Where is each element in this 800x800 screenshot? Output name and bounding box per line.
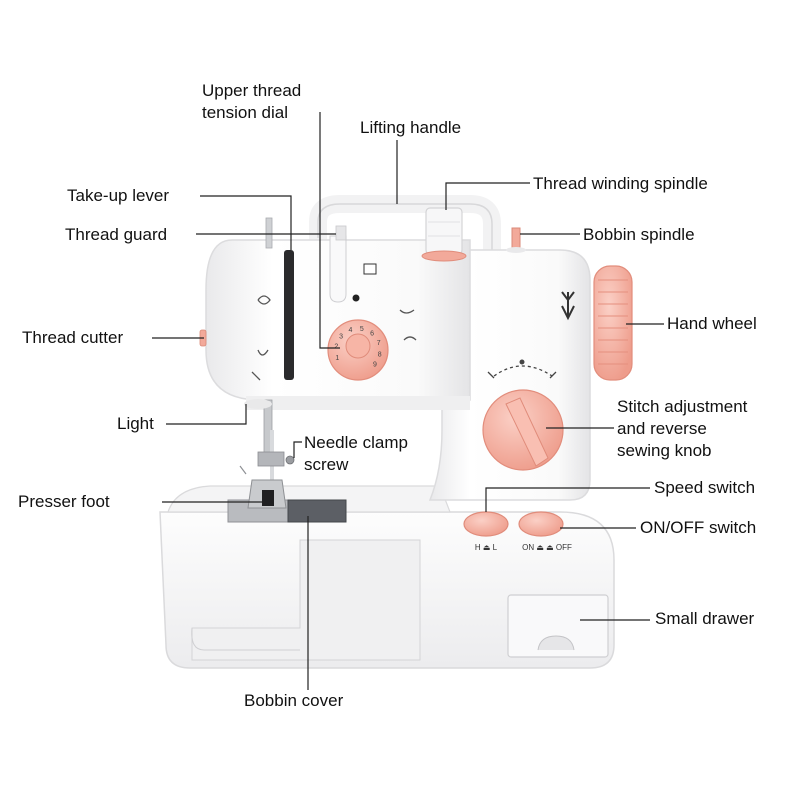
label-light: Light — [117, 414, 154, 433]
needle-clamp — [257, 451, 285, 467]
label-on-off-switch: ON/OFF switch — [640, 518, 757, 537]
tension-number: 6 — [370, 331, 374, 338]
tension-number: 5 — [360, 326, 364, 333]
speed-switch-shape — [463, 511, 509, 537]
stitch-selector-arc — [493, 365, 553, 377]
label-stitch-knob-2: and reverse — [617, 419, 707, 438]
tension-number: 2 — [334, 344, 338, 351]
tension-number: 3 — [339, 333, 343, 340]
thread-spool — [425, 207, 463, 255]
label-hand-wheel: Hand wheel — [667, 314, 757, 333]
label-thread-guard: Thread guard — [65, 225, 168, 244]
hand-wheel-shape — [593, 265, 633, 381]
rotation-arrow-mark — [561, 291, 575, 321]
light-shape — [244, 399, 272, 409]
label-stitch-knob-3: sewing knob — [617, 441, 712, 460]
take-up-lever-slot — [284, 250, 294, 380]
tension-number: 8 — [378, 351, 382, 358]
needle-bar — [265, 217, 273, 249]
on-off-switch-shape — [518, 511, 564, 537]
tension-number: 7 — [377, 340, 381, 347]
label-presser-foot: Presser foot — [18, 492, 110, 511]
label-needle-clamp-1: Needle clamp — [304, 433, 408, 452]
label-thread-cutter: Thread cutter — [22, 328, 124, 347]
bobbin-spindle-shape — [511, 227, 521, 251]
label-thread-winding-spindle: Thread winding spindle — [533, 174, 708, 193]
label-small-drawer: Small drawer — [655, 609, 755, 628]
small-drawer-shape — [507, 594, 609, 658]
label-speed-switch: Speed switch — [654, 478, 756, 497]
bobbin-cover-plate — [287, 499, 347, 523]
label-needle-clamp-2: screw — [304, 455, 349, 474]
label-bobbin-spindle: Bobbin spindle — [583, 225, 695, 244]
thread-cutter-shape — [199, 329, 207, 347]
label-lifting-handle: Lifting handle — [360, 118, 462, 137]
tension-number: 9 — [373, 362, 377, 369]
label-upper-thread-2: tension dial — [202, 103, 289, 122]
thread-guard-post — [329, 235, 347, 303]
label-stitch-knob-1: Stitch adjustment — [617, 397, 748, 416]
speed-switch-markings: H ⏏ L — [475, 543, 498, 552]
label-bobbin-cover: Bobbin cover — [244, 691, 344, 710]
label-take-up-lever: Take-up lever — [67, 186, 170, 205]
label-upper-thread-1: Upper thread — [202, 81, 302, 100]
tension-number: 4 — [349, 327, 353, 334]
power-switch-markings: ON ⏏ ⏏ OFF — [522, 543, 572, 552]
tension-number: 1 — [335, 355, 339, 362]
